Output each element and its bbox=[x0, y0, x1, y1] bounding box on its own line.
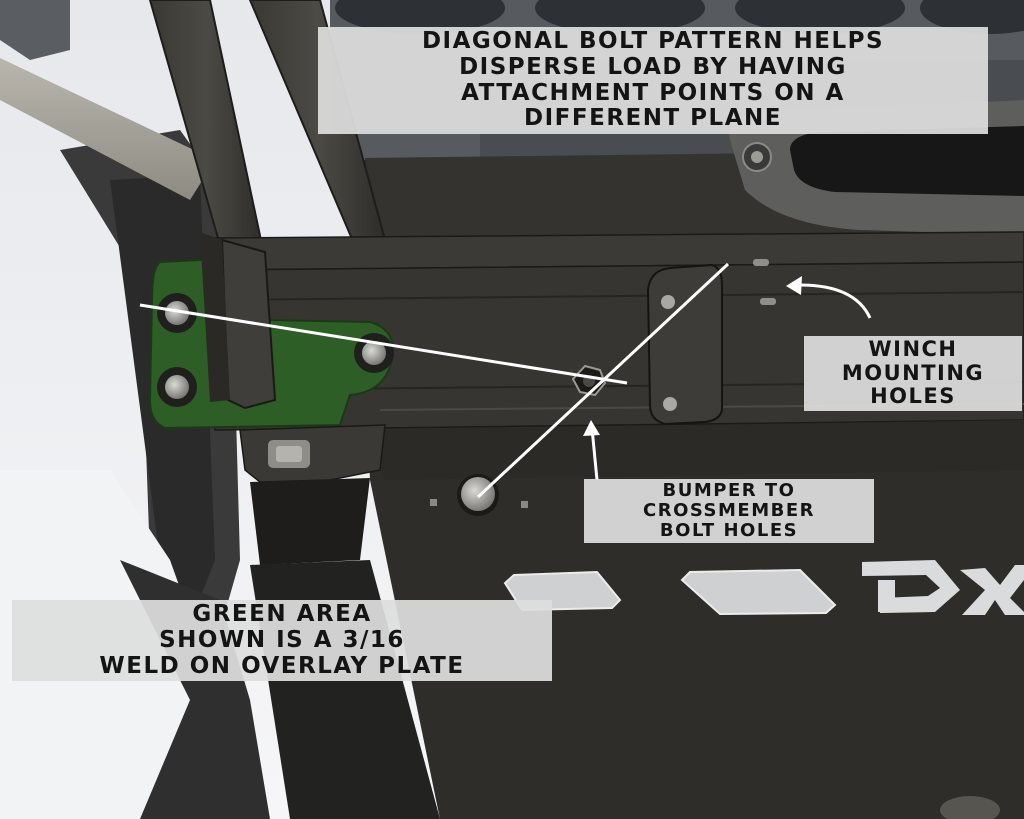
winch-mount-block bbox=[646, 263, 723, 426]
callout-winch-mounting-holes: WINCH MOUNTING HOLES bbox=[804, 336, 1022, 411]
grille-slot bbox=[535, 0, 705, 34]
brand-logo-cutout bbox=[862, 560, 1024, 615]
bumper-arrow-head bbox=[583, 420, 600, 436]
callout-diagonal-bolt-pattern: DIAGONAL BOLT PATTERN HELPS DISPERSE LOA… bbox=[318, 27, 988, 134]
small-hole bbox=[521, 501, 528, 508]
bumper-cutout bbox=[680, 568, 837, 616]
support-bar bbox=[0, 58, 215, 200]
grille-slot bbox=[335, 0, 505, 34]
callout-line: CROSSMEMBER bbox=[643, 500, 815, 522]
bumper-lower-face bbox=[370, 420, 1024, 480]
winch-mounting-hole bbox=[760, 298, 776, 305]
callout-line: BUMPER TO bbox=[662, 480, 796, 501]
diagonal-line bbox=[476, 262, 730, 499]
callout-line: HOLES bbox=[870, 384, 956, 409]
overlay-bolt bbox=[157, 293, 197, 333]
winch-arrow-shaft bbox=[799, 283, 872, 319]
callout-line: SHOWN IS A 3/16 bbox=[159, 626, 405, 653]
callout-line: DIFFERENT PLANE bbox=[524, 105, 782, 132]
callout-green-area: GREEN AREA SHOWN IS A 3/16 WELD ON OVERL… bbox=[12, 600, 552, 682]
lower-bracket-shadow bbox=[250, 478, 370, 565]
diagonal-line bbox=[139, 303, 628, 385]
callout-line: DISPERSE LOAD BY HAVING bbox=[459, 53, 847, 80]
callout-line: WELD ON OVERLAY PLATE bbox=[99, 652, 465, 679]
callout-line: MOUNTING bbox=[841, 360, 985, 385]
grille-slot bbox=[735, 0, 905, 34]
winch-block-bolt bbox=[663, 397, 677, 411]
crossmember-edge bbox=[214, 291, 1024, 301]
hex-nut bbox=[268, 440, 310, 468]
bumper-arrow-shaft bbox=[590, 427, 599, 481]
small-hole bbox=[430, 499, 437, 506]
overlay-bolt bbox=[157, 367, 197, 407]
winch-arrow-head bbox=[786, 276, 802, 295]
winch-mounting-hole bbox=[753, 259, 769, 266]
winch-block-bolt bbox=[661, 295, 675, 309]
callout-bumper-bolt-holes: BUMPER TO CROSSMEMBER BOLT HOLES bbox=[584, 479, 874, 544]
fairlead-bolt-head bbox=[751, 151, 763, 163]
grille-slot bbox=[920, 0, 1024, 34]
fairlead-opening bbox=[790, 126, 1024, 196]
lower-bracket bbox=[239, 424, 386, 483]
callout-line: WINCH bbox=[868, 337, 958, 361]
bottom-bolt bbox=[940, 796, 1000, 819]
callout-line: GREEN AREA bbox=[192, 601, 372, 627]
light-structure bbox=[0, 0, 70, 60]
callout-line: DIAGONAL BOLT PATTERN HELPS bbox=[421, 28, 885, 54]
callout-line: ATTACHMENT POINTS ON A bbox=[461, 79, 845, 106]
callout-line: BOLT HOLES bbox=[659, 520, 799, 542]
